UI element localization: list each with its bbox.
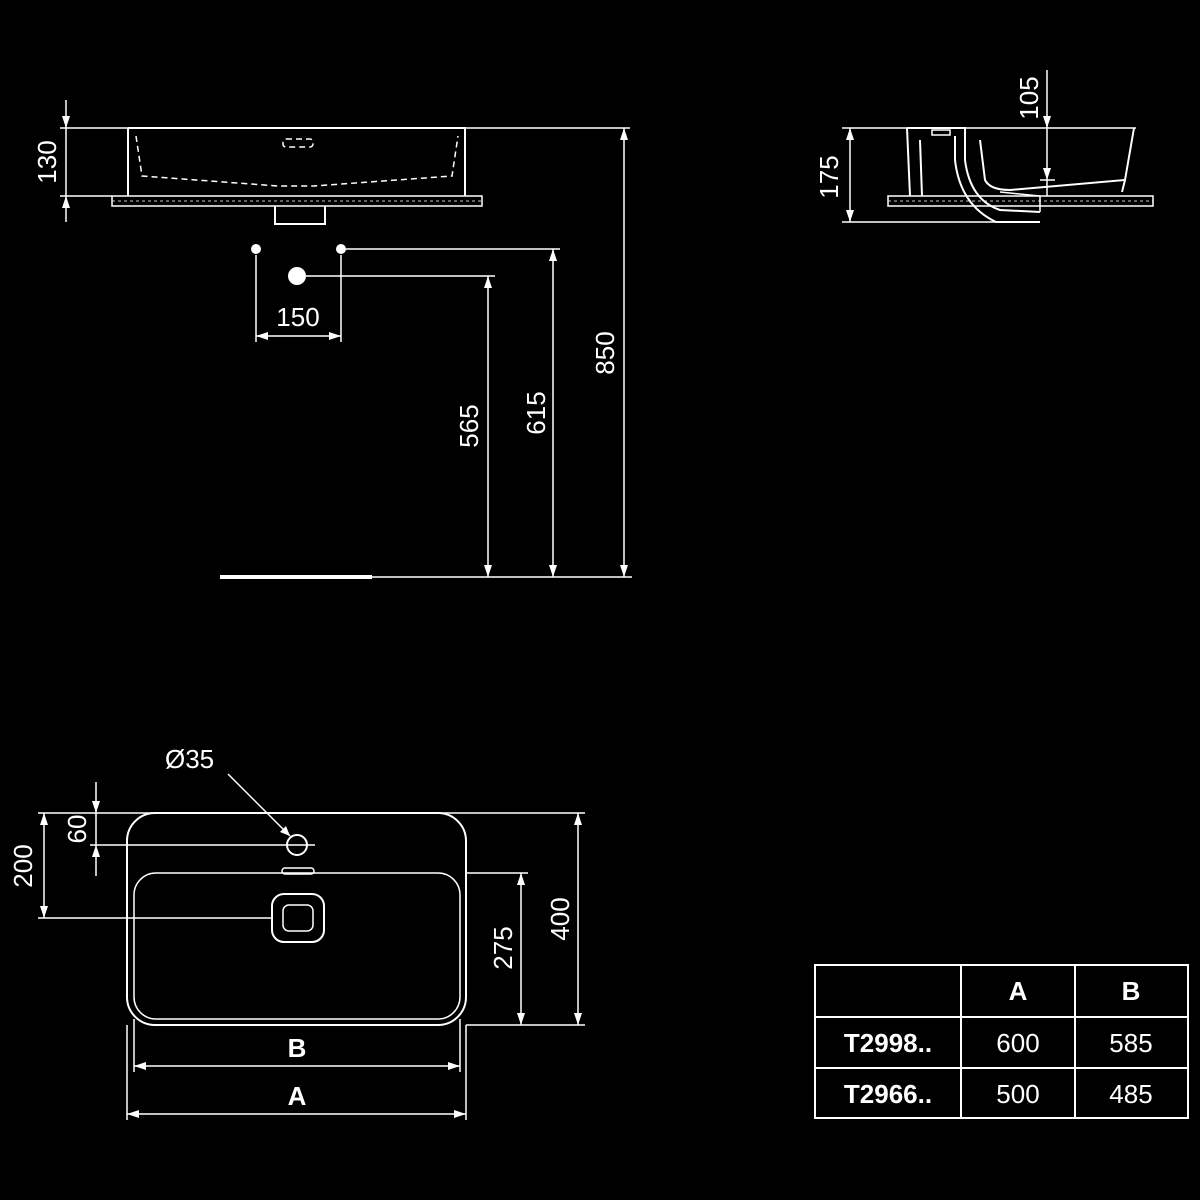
dim-diameter-label: Ø35 — [165, 744, 214, 774]
table-row-2-b: 485 — [1109, 1079, 1152, 1109]
dim-175-label: 175 — [814, 155, 844, 198]
plan-view: Ø35 60 200 275 400 B — [8, 744, 585, 1120]
table-row-1-code: T2998.. — [844, 1028, 932, 1058]
dim-850-label: 850 — [590, 331, 620, 374]
side-elevation-view: 130 150 565 615 850 — [32, 100, 632, 579]
bowl-outline — [133, 872, 461, 1020]
dim-b-label: B — [288, 1033, 307, 1063]
tap-supply-right — [336, 244, 346, 254]
table-row-2-a: 500 — [996, 1079, 1039, 1109]
dim-400-label: 400 — [545, 897, 575, 940]
dim-565-label: 565 — [454, 404, 484, 447]
dim-615-label: 615 — [521, 391, 551, 434]
table-row-1-b: 585 — [1109, 1028, 1152, 1058]
table-row-2-code: T2966.. — [844, 1079, 932, 1109]
dim-105-label: 105 — [1014, 76, 1044, 119]
dim-60-label: 60 — [62, 815, 92, 844]
dim-a-label: A — [288, 1081, 307, 1111]
size-table: A B T2998.. 600 585 T2966.. 500 485 — [814, 964, 1189, 1119]
dim-130-label: 130 — [32, 140, 62, 183]
waste-point — [288, 267, 306, 285]
waste-outlet — [271, 893, 325, 943]
dim-150-label: 150 — [276, 302, 319, 332]
section-view: 175 105 — [814, 70, 1154, 223]
table-header-a: A — [1009, 976, 1028, 1006]
table-row-1-a: 600 — [996, 1028, 1039, 1058]
table-header-b: B — [1122, 976, 1141, 1006]
dim-200-label: 200 — [8, 844, 38, 887]
tap-supply-left — [251, 244, 261, 254]
dim-275-label: 275 — [488, 926, 518, 969]
